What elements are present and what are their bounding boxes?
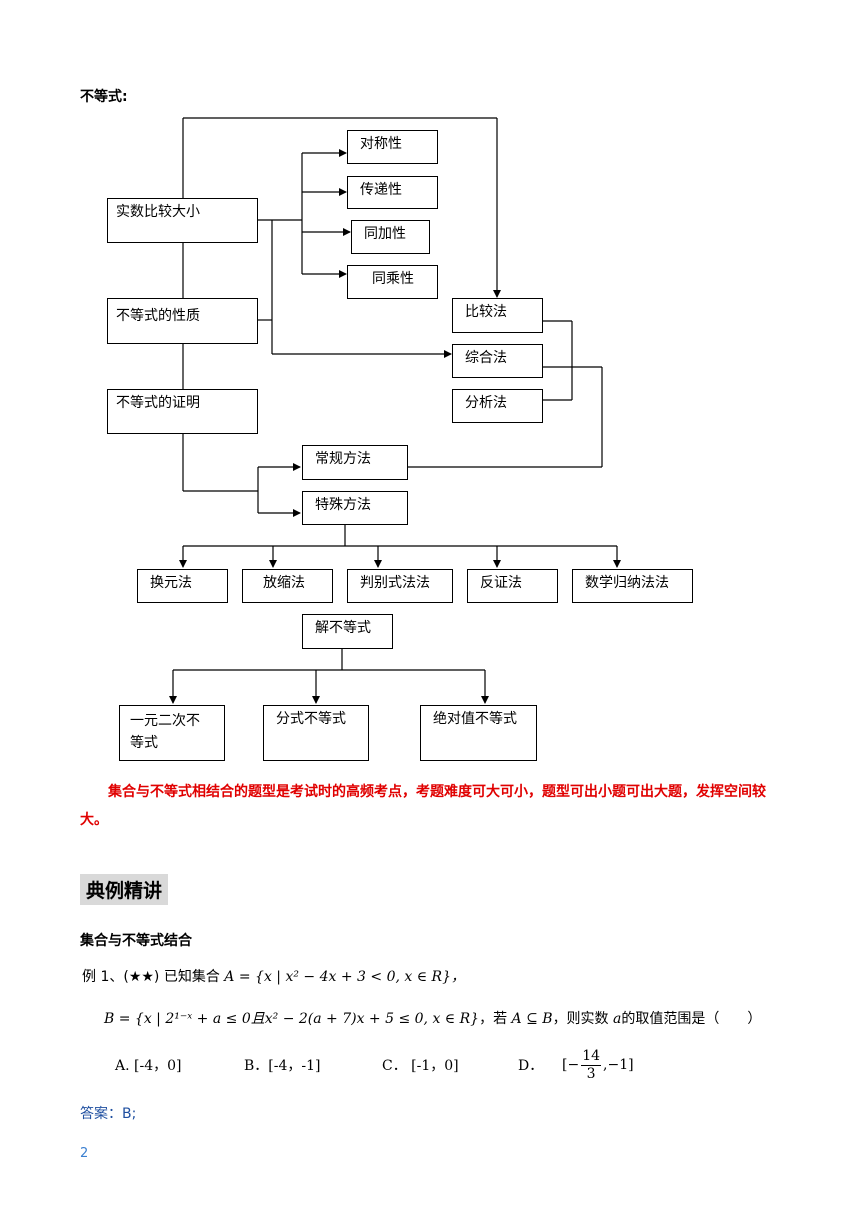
diagram-connectors — [169, 117, 621, 704]
section-subtitle: 集合与不等式结合 — [80, 933, 192, 949]
option-d-denominator: 3 — [586, 1065, 596, 1082]
option-a: A. [-4，0] — [115, 1058, 182, 1074]
option-d-right: ,−1] — [603, 1057, 634, 1073]
option-d-left: [− — [562, 1057, 580, 1073]
question-suffix: ，则实数 — [552, 1011, 609, 1027]
node-solve-inequality: 解不等式 — [302, 614, 393, 649]
answer-text: 答案：B; — [80, 1106, 137, 1122]
node-inequality-props: 不等式的性质 — [107, 298, 258, 344]
question-end: 的取值范围是（ ） — [621, 1011, 762, 1027]
high-frequency-note: 集合与不等式相结合的题型是考试时的高频考点，考题难度可大可小，题型可出小题可出大… — [80, 784, 766, 828]
node-synthesis-method: 综合法 — [452, 344, 543, 378]
variable-a: a — [613, 1011, 622, 1027]
example1-line1: 例 1、(★★) 已知集合 A = {x | x² − 4x + 3 < 0, … — [82, 966, 465, 986]
option-d-fraction: 14 3 — [581, 1047, 602, 1083]
node-symmetry: 对称性 — [347, 130, 438, 164]
example1-line2: B = {x | 2¹⁻ˣ + a ≤ 0且x² − 2(a + 7)x + 5… — [104, 1008, 761, 1028]
option-d-label: D． — [518, 1058, 544, 1074]
node-analysis-method: 分析法 — [452, 389, 543, 423]
node-compare-real: 实数比较大小 — [107, 198, 258, 243]
set-b-expression: B = {x | 2¹⁻ˣ + a ≤ 0且x² − 2(a + 7)x + 5… — [104, 1011, 480, 1027]
node-multiplicativity: 同乘性 — [347, 265, 438, 299]
page-number: 2 — [80, 1146, 89, 1161]
option-c: C． [-1，0] — [382, 1058, 459, 1074]
set-a-expression: A = {x | x² − 4x + 3 < 0, x ∈ R}， — [224, 969, 465, 985]
node-quadratic-inequality: 一元二次不 等式 — [119, 705, 225, 761]
node-comparison-method: 比较法 — [452, 298, 543, 333]
node-induction: 数学归纳法法 — [572, 569, 693, 603]
node-regular-methods: 常规方法 — [302, 445, 408, 480]
node-discriminant: 判别式法法 — [347, 569, 453, 603]
option-b: B．[-4，-1] — [244, 1058, 321, 1074]
node-transitivity: 传递性 — [347, 176, 438, 209]
option-d-value: [− 14 3 ,−1] — [562, 1043, 634, 1087]
node-absolute-inequality: 绝对值不等式 — [420, 705, 537, 761]
top-heading: 不等式: — [80, 89, 128, 105]
node-quadratic-line2: 等式 — [130, 735, 158, 751]
option-d-numerator: 14 — [581, 1047, 602, 1066]
node-scaling: 放缩法 — [242, 569, 333, 603]
node-substitution: 换元法 — [137, 569, 228, 603]
node-fractional-inequality: 分式不等式 — [263, 705, 369, 761]
condition-prefix: ，若 — [479, 1011, 508, 1027]
example1-label: 例 1、(★★) 已知集合 — [82, 969, 220, 985]
node-quadratic-line1: 一元二次不 — [130, 713, 200, 729]
subset-condition: A ⊆ B — [511, 1011, 553, 1027]
node-special-methods: 特殊方法 — [302, 491, 408, 525]
section-title: 典例精讲 — [80, 874, 169, 905]
node-additivity: 同加性 — [351, 220, 430, 254]
node-inequality-proof: 不等式的证明 — [107, 389, 258, 434]
node-contradiction: 反证法 — [467, 569, 558, 603]
